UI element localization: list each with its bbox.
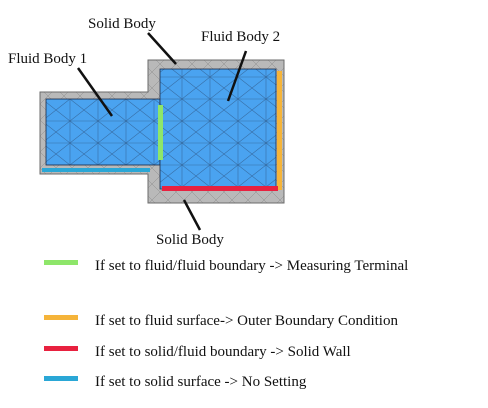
- fluid-surface-line: [277, 71, 282, 190]
- legend-swatch-solid-wall: [44, 346, 78, 351]
- leader-fluid-body-1: [76, 67, 114, 117]
- fluid-body-2: [159, 68, 277, 190]
- legend-text-no-setting: If set to solid surface -> No Setting: [95, 374, 307, 390]
- leader-solid-body-top: [147, 32, 177, 65]
- solid-surface-line: [42, 168, 150, 172]
- label-fluid-body-1: Fluid Body 1: [8, 51, 87, 67]
- legend-text-outer-boundary: If set to fluid surface-> Outer Boundary…: [95, 313, 398, 329]
- label-solid-body-bottom: Solid Body: [156, 232, 224, 248]
- legend-swatch-no-setting: [44, 376, 78, 381]
- fluid-fluid-boundary-line: [158, 105, 163, 160]
- fluid-body-1: [45, 98, 161, 166]
- legend-text-solid-wall: If set to solid/fluid boundary -> Solid …: [95, 344, 351, 360]
- leader-fluid-body-2: [226, 50, 248, 102]
- label-solid-body-top: Solid Body: [88, 16, 156, 32]
- legend-swatch-outer-boundary: [44, 315, 78, 320]
- legend-swatch-measuring-terminal: [44, 260, 78, 265]
- legend-text-measuring-terminal: If set to fluid/fluid boundary -> Measur…: [95, 258, 408, 274]
- label-fluid-body-2: Fluid Body 2: [201, 29, 280, 45]
- solid-fluid-boundary-line: [162, 186, 278, 191]
- legend: If set to fluid/fluid boundary -> Measur…: [44, 258, 408, 390]
- leader-solid-body-bottom: [182, 199, 202, 231]
